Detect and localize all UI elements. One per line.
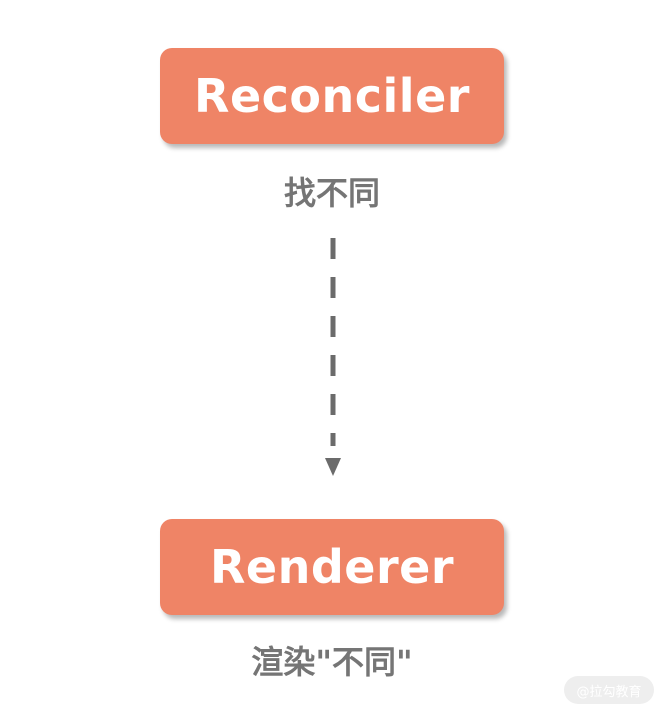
reconciler-label: Reconciler bbox=[194, 69, 470, 123]
reconciler-node: Reconciler bbox=[160, 48, 504, 144]
watermark-badge: @拉勾教育 bbox=[564, 676, 654, 704]
renderer-node: Renderer bbox=[160, 519, 504, 615]
arrowhead-icon bbox=[325, 458, 341, 476]
renderer-label: Renderer bbox=[209, 540, 455, 594]
reconciler-caption: 找不同 bbox=[283, 174, 380, 212]
dashed-down-arrow bbox=[325, 238, 341, 476]
renderer-caption: 渲染"不同" bbox=[251, 643, 413, 681]
